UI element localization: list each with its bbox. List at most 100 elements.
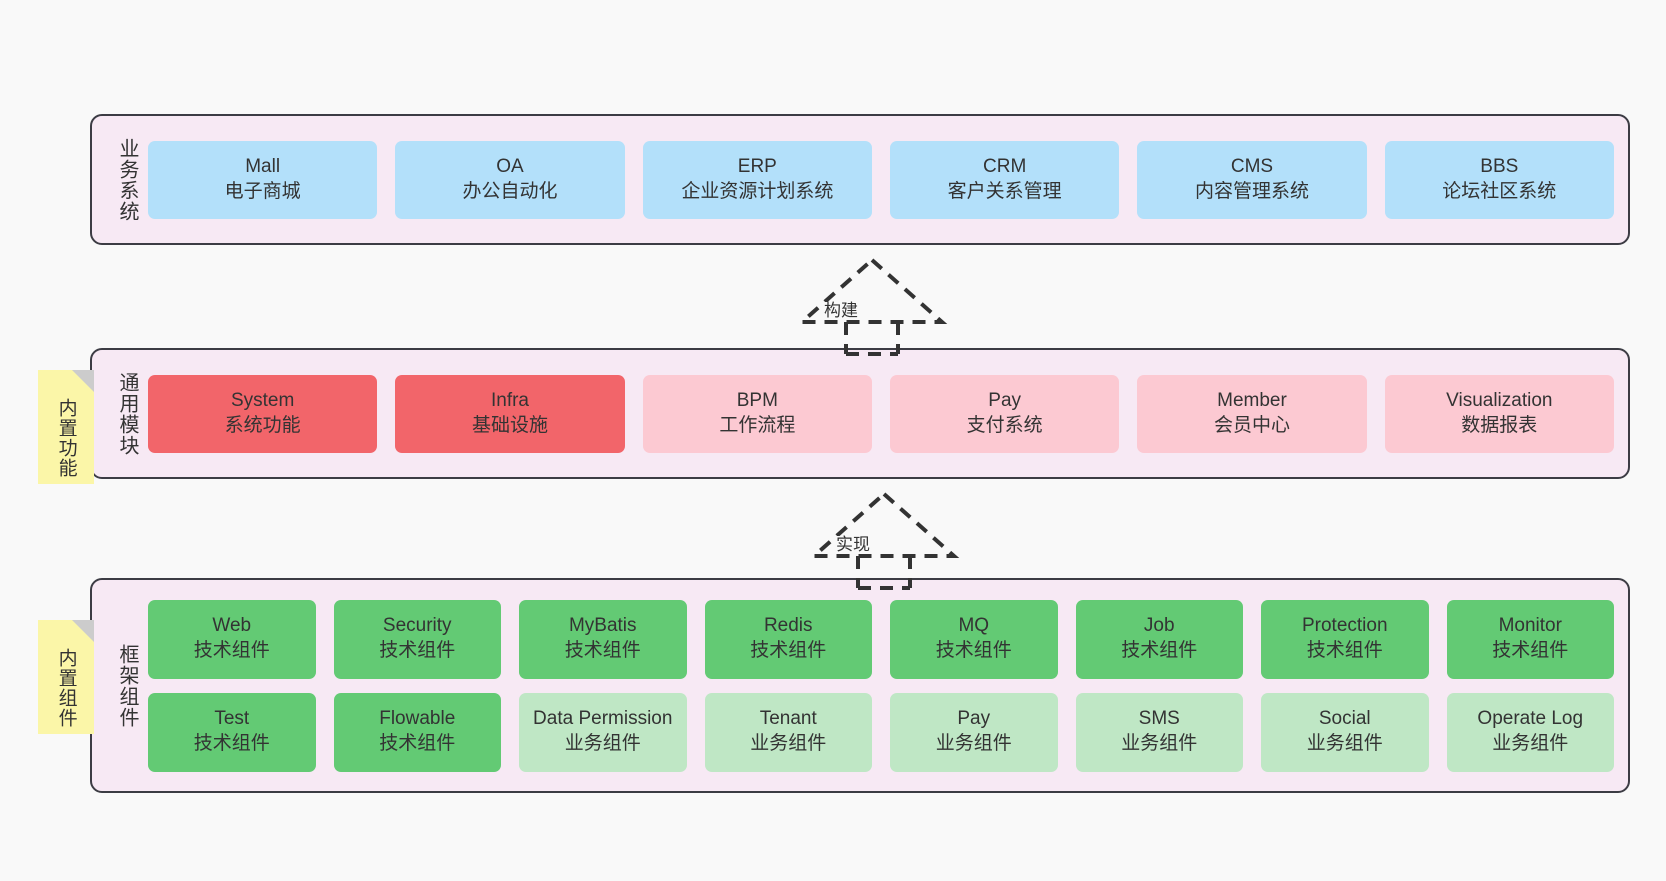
- node-pay[interactable]: Pay 支付系统: [889, 374, 1120, 453]
- node-row: Web 技术组件 Security 技术组件 MyBatis 技术组件 Redi…: [148, 599, 1614, 679]
- node-title: Infra: [490, 389, 529, 411]
- node-title: CRM: [983, 155, 1027, 177]
- node-subtitle: 技术组件: [935, 640, 1012, 661]
- layer-label-framework-components: 框架组件: [116, 643, 138, 728]
- layer-framework-components: 框架组件 Web 技术组件 Security 技术组件 MyBatis 技术组件…: [90, 578, 1630, 793]
- node-subtitle: 技术组件: [193, 733, 270, 754]
- layer-label-common-modules: 通用模块: [116, 371, 138, 456]
- node-row: System 系统功能 Infra 基础设施 BPM 工作流程 Pay 支付系统…: [148, 374, 1614, 453]
- node-title: Tenant: [759, 708, 817, 730]
- node-infra[interactable]: Infra 基础设施: [395, 374, 625, 453]
- node-mybatis[interactable]: MyBatis 技术组件: [519, 599, 687, 679]
- node-title: Member: [1217, 389, 1287, 411]
- layer-label-business-systems: 业务系统: [116, 137, 138, 222]
- note-label: 内置组件: [55, 648, 77, 728]
- node-visualization[interactable]: Visualization 数据报表: [1384, 374, 1614, 453]
- node-bbs[interactable]: BBS 论坛社区系统: [1384, 140, 1614, 219]
- node-title: Operate Log: [1477, 708, 1584, 730]
- layer-common-modules: 通用模块 System 系统功能 Infra 基础设施 BPM 工作流程 Pay: [90, 348, 1630, 479]
- node-title: Data Permission: [533, 708, 673, 730]
- node-subtitle: 基础设施: [471, 414, 548, 436]
- note-builtin-functions: 内置功能: [38, 370, 94, 484]
- node-title: Monitor: [1498, 615, 1562, 637]
- node-subtitle: 技术组件: [379, 640, 456, 661]
- node-subtitle: 技术组件: [564, 640, 641, 661]
- node-subtitle: 业务组件: [1121, 733, 1198, 754]
- node-title: BBS: [1480, 155, 1519, 177]
- node-subtitle: 电子商城: [224, 180, 301, 202]
- node-mq[interactable]: MQ 技术组件: [890, 599, 1058, 679]
- node-subtitle: 业务组件: [750, 733, 827, 754]
- node-subtitle: 技术组件: [1306, 640, 1383, 661]
- node-job[interactable]: Job 技术组件: [1075, 599, 1243, 679]
- node-test[interactable]: Test 技术组件: [148, 692, 316, 772]
- node-oa[interactable]: OA 办公自动化: [395, 140, 625, 219]
- node-title: MyBatis: [568, 615, 637, 637]
- connector-implement: 实现: [808, 491, 972, 590]
- node-subtitle: 企业资源计划系统: [681, 180, 834, 202]
- node-title: Test: [214, 708, 250, 730]
- connector-label-build: 构建: [822, 301, 860, 320]
- node-row: Test 技术组件 Flowable 技术组件 Data Permission …: [148, 692, 1614, 772]
- node-title: Social: [1318, 708, 1371, 730]
- node-member[interactable]: Member 会员中心: [1137, 374, 1367, 453]
- node-title: OA: [496, 155, 524, 177]
- node-subtitle: 业务组件: [935, 733, 1012, 754]
- node-title: Job: [1143, 615, 1175, 637]
- node-sms[interactable]: SMS 业务组件: [1075, 692, 1243, 772]
- node-subtitle: 业务组件: [564, 733, 641, 754]
- node-title: ERP: [737, 155, 777, 177]
- node-subtitle: 系统功能: [224, 414, 301, 436]
- node-title: Security: [382, 615, 452, 637]
- layer-body-framework-components: Web 技术组件 Security 技术组件 MyBatis 技术组件 Redi…: [142, 580, 1628, 791]
- node-subtitle: 支付系统: [966, 414, 1043, 436]
- node-title: Visualization: [1446, 389, 1553, 411]
- node-subtitle: 会员中心: [1213, 414, 1290, 436]
- node-crm[interactable]: CRM 客户关系管理: [889, 140, 1120, 219]
- node-subtitle: 技术组件: [379, 733, 456, 754]
- node-subtitle: 业务组件: [1492, 733, 1569, 754]
- node-redis[interactable]: Redis 技术组件: [704, 599, 872, 679]
- node-title: Web: [212, 615, 252, 637]
- node-title: System: [230, 389, 295, 411]
- layer-body-business-systems: Mall 电子商城 OA 办公自动化 ERP 企业资源计划系统 CRM 客户关系…: [142, 116, 1628, 243]
- node-subtitle: 内容管理系统: [1194, 180, 1309, 202]
- node-bpm[interactable]: BPM 工作流程: [642, 374, 872, 453]
- node-flowable[interactable]: Flowable 技术组件: [333, 692, 501, 772]
- note-builtin-components: 内置组件: [38, 620, 94, 734]
- node-security[interactable]: Security 技术组件: [333, 599, 501, 679]
- node-subtitle: 技术组件: [193, 640, 270, 661]
- node-social[interactable]: Social 业务组件: [1261, 692, 1429, 772]
- node-subtitle: 办公自动化: [462, 180, 558, 202]
- layer-business-systems: 业务系统 Mall 电子商城 OA 办公自动化 ERP 企业资源计划系统 CRM: [90, 114, 1630, 245]
- node-protection[interactable]: Protection 技术组件: [1261, 599, 1429, 679]
- node-title: Redis: [763, 615, 813, 637]
- node-subtitle: 数据报表: [1461, 414, 1538, 436]
- node-subtitle: 技术组件: [750, 640, 827, 661]
- node-tenant[interactable]: Tenant 业务组件: [704, 692, 872, 772]
- node-title: Protection: [1301, 615, 1388, 637]
- connector-build: 构建: [796, 257, 960, 356]
- node-mall[interactable]: Mall 电子商城: [148, 140, 378, 219]
- connector-label-implement: 实现: [834, 535, 872, 554]
- node-cms[interactable]: CMS 内容管理系统: [1137, 140, 1367, 219]
- node-erp[interactable]: ERP 企业资源计划系统: [642, 140, 872, 219]
- node-title: Flowable: [379, 708, 456, 730]
- node-title: Pay: [957, 708, 991, 730]
- node-pay-component[interactable]: Pay 业务组件: [890, 692, 1058, 772]
- node-title: BPM: [736, 389, 778, 411]
- node-operate-log[interactable]: Operate Log 业务组件: [1446, 692, 1614, 772]
- node-title: CMS: [1230, 155, 1274, 177]
- node-subtitle: 业务组件: [1306, 733, 1383, 754]
- node-subtitle: 技术组件: [1121, 640, 1198, 661]
- node-data-permission[interactable]: Data Permission 业务组件: [519, 692, 687, 772]
- node-monitor[interactable]: Monitor 技术组件: [1446, 599, 1614, 679]
- node-title: MQ: [958, 615, 990, 637]
- node-web[interactable]: Web 技术组件: [148, 599, 316, 679]
- node-subtitle: 客户关系管理: [947, 180, 1062, 202]
- node-system[interactable]: System 系统功能: [148, 374, 378, 453]
- node-title: Pay: [988, 389, 1022, 411]
- node-title: Mall: [245, 155, 281, 177]
- node-subtitle: 技术组件: [1492, 640, 1569, 661]
